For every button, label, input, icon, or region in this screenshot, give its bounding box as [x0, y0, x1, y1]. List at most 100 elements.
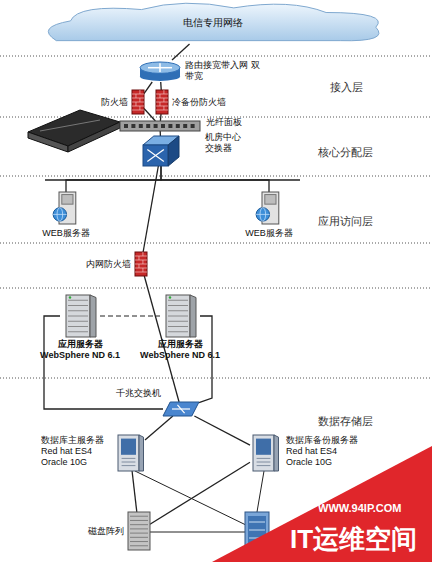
db-icon	[115, 435, 145, 471]
layer-divider	[0, 288, 432, 289]
gswitch-icon	[163, 402, 199, 416]
server-front	[256, 439, 271, 455]
brick-line	[156, 106, 168, 107]
web-icon	[255, 192, 283, 224]
router-arrow	[159, 63, 161, 72]
drive-slot	[122, 465, 136, 466]
server-body	[166, 295, 190, 337]
network-link	[161, 166, 269, 192]
brick-line	[159, 94, 160, 98]
drive-slot	[122, 462, 136, 463]
node-label: 应用服务器 WebSphere ND 6.1	[34, 339, 126, 361]
network-link	[44, 316, 163, 409]
network-link	[143, 166, 158, 252]
server-slot	[68, 331, 88, 332]
brick-line	[138, 256, 139, 260]
brick-line	[132, 102, 144, 103]
server-slot	[168, 331, 188, 332]
node-label: 内网防火墙	[73, 259, 131, 270]
node-label: WEB服务器	[239, 228, 299, 239]
web-icon	[52, 192, 80, 224]
array-slot	[130, 520, 148, 521]
array-slot	[130, 533, 148, 534]
db-icon	[250, 435, 280, 471]
app-server: 应用服务器 WebSphere ND 6.1	[160, 295, 200, 337]
layer-dividers	[0, 56, 432, 378]
globe-equator	[256, 214, 269, 215]
node-label: 防火墙	[84, 97, 128, 108]
brick-line	[159, 102, 160, 106]
brick-line	[132, 110, 144, 111]
core-switch: 机房中心 交换器	[143, 136, 179, 166]
web-server: WEB服务器	[255, 192, 283, 224]
server-side	[190, 295, 196, 337]
server-side	[139, 435, 144, 471]
firewall-icon	[132, 90, 144, 114]
globe-symbol	[256, 208, 269, 221]
server-body	[66, 295, 90, 337]
rack-device	[28, 110, 120, 152]
cluster-link	[100, 316, 160, 317]
server-led	[69, 296, 71, 298]
panel-port	[154, 124, 158, 128]
brick-line	[132, 106, 144, 107]
brick-line	[135, 94, 136, 98]
panel-port	[191, 124, 195, 128]
node-label: 应用服务器 WebSphere ND 6.1	[134, 339, 226, 361]
globe-symbol	[53, 208, 66, 221]
switch-side	[168, 136, 179, 166]
brick-line	[139, 98, 140, 102]
array-slot	[130, 537, 148, 538]
network-link	[160, 114, 162, 121]
disk-array: 磁盘阵列	[128, 512, 150, 550]
app-icon	[160, 295, 200, 337]
server-slot	[168, 300, 188, 301]
array-slot	[130, 528, 148, 529]
server-led	[169, 296, 171, 298]
gigabit-switch: 千兆交换机	[163, 402, 199, 416]
panel-port	[168, 124, 172, 128]
brick-line	[135, 264, 147, 265]
web-server: WEB服务器	[52, 192, 80, 224]
layer-name: 接入层	[330, 80, 363, 95]
network-link	[145, 416, 173, 440]
fiber-panel: 光纤面板	[120, 121, 200, 131]
array-slot	[130, 516, 148, 517]
rack-side	[68, 122, 120, 152]
storage-slot	[249, 522, 265, 523]
storage-wire	[150, 532, 245, 533]
switch-arrow	[147, 150, 164, 162]
brick-line	[163, 106, 164, 110]
drive-slot	[257, 458, 271, 459]
network-link	[160, 82, 162, 90]
network-link	[66, 166, 161, 192]
storage-slot	[249, 530, 265, 531]
server-slot	[168, 326, 188, 327]
layer-name: 应用访问层	[318, 214, 373, 229]
server-body	[118, 435, 139, 471]
brick-line	[135, 256, 147, 257]
router-icon: 路由接宽带入网 双带宽	[140, 60, 180, 82]
rack-slot	[40, 120, 100, 131]
server-slot	[168, 321, 188, 322]
switch-arrow	[177, 405, 184, 413]
panel-port	[183, 124, 187, 128]
brick-line	[132, 94, 144, 95]
server-side	[90, 295, 96, 337]
switch-body	[163, 402, 199, 416]
network-link	[144, 82, 152, 94]
router-top	[140, 62, 180, 73]
layer-name: 数据存储层	[318, 414, 373, 429]
server-front	[62, 195, 73, 205]
brick-line	[135, 102, 136, 106]
brick-line	[138, 264, 139, 268]
watermark: WWW.94IP.COM	[318, 502, 402, 514]
node-label: 磁盘阵列	[76, 526, 124, 537]
network-link	[150, 462, 250, 524]
node-label: 电信专用网络	[35, 17, 390, 29]
firewall-icon: 防火墙	[132, 90, 144, 114]
server-slot	[68, 326, 88, 327]
network-link	[144, 109, 155, 121]
